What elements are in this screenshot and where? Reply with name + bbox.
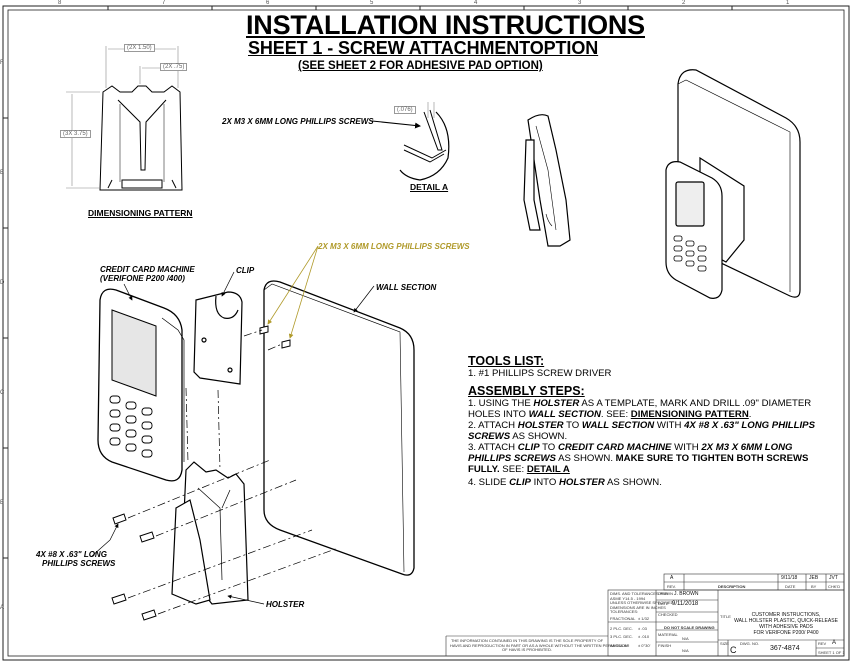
assembled-view-figure: [665, 69, 801, 299]
dec2-label: 2 PLC. DEC.: [610, 626, 633, 631]
wall-screws-line1: 4X #8 X .63" LONG: [36, 550, 107, 559]
fractional-label: FRACTIONAL: [610, 616, 636, 621]
wall-screws-line2: PHILLIPS SCREWS: [42, 559, 116, 568]
material-value: N/A: [682, 636, 689, 641]
clip-screws-label: 2X M3 X 6MM LONG PHILLIPS SCREWS: [318, 242, 470, 251]
rev-box-value: A: [832, 640, 837, 646]
rev-date: 9/11/18: [781, 575, 798, 581]
dec2-value: ± .03: [638, 626, 647, 631]
border-number-7: 7: [162, 0, 166, 6]
assembly-step-2: 2. ATTACH HOLSTER TO WALL SECTION WITH 4…: [468, 420, 815, 442]
rev-col-by: BY: [811, 584, 817, 589]
drawing-title: CUSTOMER INSTRUCTIONS, WALL HOLSTER PLAS…: [734, 612, 838, 636]
rev-col-desc: DESCRIPTION: [718, 584, 746, 589]
border-letter-d: D: [0, 280, 5, 286]
holster-figure: [171, 461, 249, 605]
rev-label: REV: [818, 641, 827, 646]
tools-item: 1. #1 PHILLIPS SCREW DRIVER: [468, 368, 612, 379]
page-subtitle: SHEET 1 - SCREW ATTACHMENTOPTION: [248, 38, 599, 58]
assembly-step-1: 1. USING THE HOLSTER AS A TEMPLATE, MARK…: [468, 398, 812, 420]
border-number-6: 6: [266, 0, 270, 6]
assembly-step-4: 4. SLIDE CLIP INTO HOLSTER AS SHOWN.: [468, 477, 662, 488]
clip-figure: [193, 291, 243, 385]
tools-heading: TOOLS LIST:: [468, 354, 545, 368]
dec3-label: 3 PLC. DEC.: [610, 634, 633, 639]
border-number-1: 1: [786, 0, 790, 6]
dim-width: (2X 1.50): [124, 44, 155, 52]
wall-screws-label: 4X #8 X .63" LONG PHILLIPS SCREWS: [36, 550, 115, 568]
angular-value: ± 0°30': [638, 643, 651, 648]
clip-screw-leaders: [267, 245, 319, 339]
assembly-lines: [127, 329, 339, 615]
sheet-border: [2, 5, 850, 661]
size-value: C: [730, 645, 737, 655]
detail-dim: (.076): [394, 106, 416, 114]
wall-section-figure: [263, 280, 415, 576]
rev-chkd: JVT: [829, 575, 838, 581]
border-number-4: 4: [474, 0, 478, 6]
assembly-step-3: 3. ATTACH CLIP TO CREDIT CARD MACHINE WI…: [468, 442, 809, 475]
do-not-scale: DO NOT SCALE DRAWING: [664, 625, 715, 630]
assembly-heading: ASSEMBLY STEPS:: [468, 384, 585, 398]
dwg-value: 367-4874: [770, 645, 800, 652]
dim-inner-width: (2X .75): [160, 63, 188, 71]
size-label: SIZE: [720, 641, 729, 646]
date-label: DATE: [658, 601, 669, 606]
border-number-8: 8: [58, 0, 62, 6]
drawn-label: DRAWN: [658, 591, 673, 596]
drawn-value: J. BROWN: [674, 591, 699, 597]
page-subtitle-note: (SEE SHEET 2 FOR ADHESIVE PAD OPTION): [298, 60, 543, 72]
page-title: INSTALLATION INSTRUCTIONS: [246, 10, 645, 40]
credit-card-machine-model: (VERIFONE P200 /400): [100, 274, 185, 283]
border-letter-a: A: [0, 605, 5, 611]
material-label: MATERIAL: [658, 632, 678, 637]
credit-card-machine-label: CREDIT CARD MACHINE (VERIFONE P200 /400): [100, 265, 195, 283]
border-letter-c: C: [0, 390, 5, 396]
detail-a-label: DETAIL A: [410, 182, 449, 192]
side-view-figure: [523, 114, 571, 247]
border-number-3: 3: [578, 0, 582, 6]
rev-col-date: DATE: [785, 584, 796, 589]
clip-label: CLIP: [236, 266, 255, 275]
sheet-number: SHEET 1 OF 1: [818, 650, 845, 655]
finish-label: FINISH: [658, 643, 672, 648]
screw-icons: [111, 325, 291, 621]
credit-card-machine-name: CREDIT CARD MACHINE: [100, 265, 195, 274]
date-value: 9/11/2018: [672, 601, 699, 607]
tolerance-notes: DIMS. AND TOLERANCES PER ASME Y14.5 - 19…: [610, 591, 674, 614]
rev-by: JEB: [809, 575, 819, 581]
fractional-value: ± 1/32: [638, 616, 650, 621]
rev-col-rev: REV.: [667, 584, 676, 589]
dim-height: (3X 3.75): [60, 130, 91, 138]
checked-label: CHECKED: [658, 612, 678, 617]
finish-value: N/A: [682, 648, 689, 653]
callout-leaders: [91, 271, 375, 605]
title-block-grid: [445, 573, 845, 657]
angular-label: ANGULAR: [610, 643, 630, 648]
detail-screws-label: 2X M3 X 6MM LONG PHILLIPS SCREWS: [222, 117, 374, 126]
wall-section-label: WALL SECTION: [376, 283, 437, 292]
border-number-2: 2: [682, 0, 686, 6]
rev-value: A: [670, 575, 674, 581]
dimensioning-pattern-label: DIMENSIONING PATTERN: [88, 208, 193, 218]
credit-card-machine-figure: [97, 288, 185, 482]
rev-col-chkd: CHK'D: [828, 584, 841, 589]
dec3-value: ± .010: [638, 634, 650, 639]
title-label: TITLE: [720, 614, 731, 619]
holster-label: HOLSTER: [266, 600, 305, 609]
border-letter-b: B: [0, 500, 5, 506]
dwg-label: DWG. NO.: [740, 641, 760, 646]
proprietary-notice: THE INFORMATION CONTAINED IN THIS DRAWIN…: [450, 638, 628, 653]
detail-a-figure: [371, 102, 450, 181]
border-letter-f: F: [0, 60, 4, 66]
border-number-5: 5: [370, 0, 374, 6]
border-letter-e: E: [0, 170, 5, 176]
